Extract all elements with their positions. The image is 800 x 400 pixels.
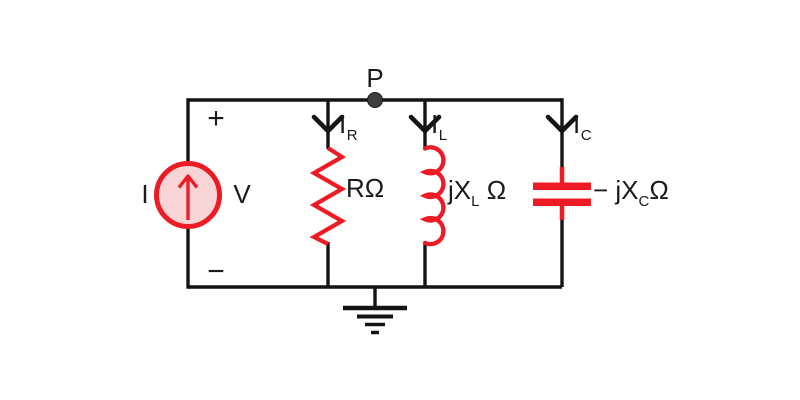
- capacitor-current-sub: C: [580, 127, 592, 144]
- source-current-label: I: [141, 179, 149, 209]
- source-voltage-label: V: [233, 179, 251, 209]
- arrow-down-icon-capacitor: [545, 114, 579, 134]
- capacitor-symbol: [533, 167, 591, 220]
- current-source: [154, 161, 222, 229]
- inductor-symbol: [419, 145, 446, 247]
- capacitor-value-post: Ω: [649, 175, 669, 205]
- resistor-current-base: I: [339, 109, 347, 139]
- arrow-down-icon-resistor: [311, 114, 345, 134]
- capacitor-value-label: − jXCΩ: [593, 175, 669, 209]
- capacitor-current-label: IC: [573, 109, 592, 143]
- node-dot: [367, 92, 383, 108]
- resistor-value-label: RΩ: [346, 175, 384, 201]
- capacitor-plate-top: [533, 182, 591, 190]
- node-label: P: [366, 63, 384, 93]
- capacitor-value-pre: − jX: [593, 175, 639, 205]
- inductor-value-pre: jX: [448, 175, 472, 205]
- inductor-current-label: IL: [431, 109, 447, 143]
- polarity-plus-label: +: [207, 102, 225, 135]
- arrow-up-icon: [177, 174, 199, 189]
- inductor-current-base: I: [431, 109, 439, 139]
- inductor-current-sub: L: [438, 127, 448, 144]
- ground-symbol: [343, 287, 407, 335]
- inductor-value-post: Ω: [479, 175, 507, 205]
- resistor-current-label: IR: [339, 109, 358, 143]
- resistor-value-pre: RΩ: [346, 173, 385, 203]
- inductor-value-label: jXL Ω: [448, 175, 507, 209]
- capacitor-current-base: I: [573, 109, 581, 139]
- resistor-symbol: [309, 146, 347, 246]
- inductor-value-sub: L: [471, 193, 480, 210]
- polarity-minus-label: −: [207, 255, 225, 288]
- arrow-down-icon-inductor: [408, 114, 442, 134]
- capacitor-value-sub: C: [638, 193, 650, 210]
- current-arrows: [311, 114, 579, 134]
- capacitor-plate-bottom: [533, 198, 591, 206]
- resistor-current-sub: R: [346, 127, 358, 144]
